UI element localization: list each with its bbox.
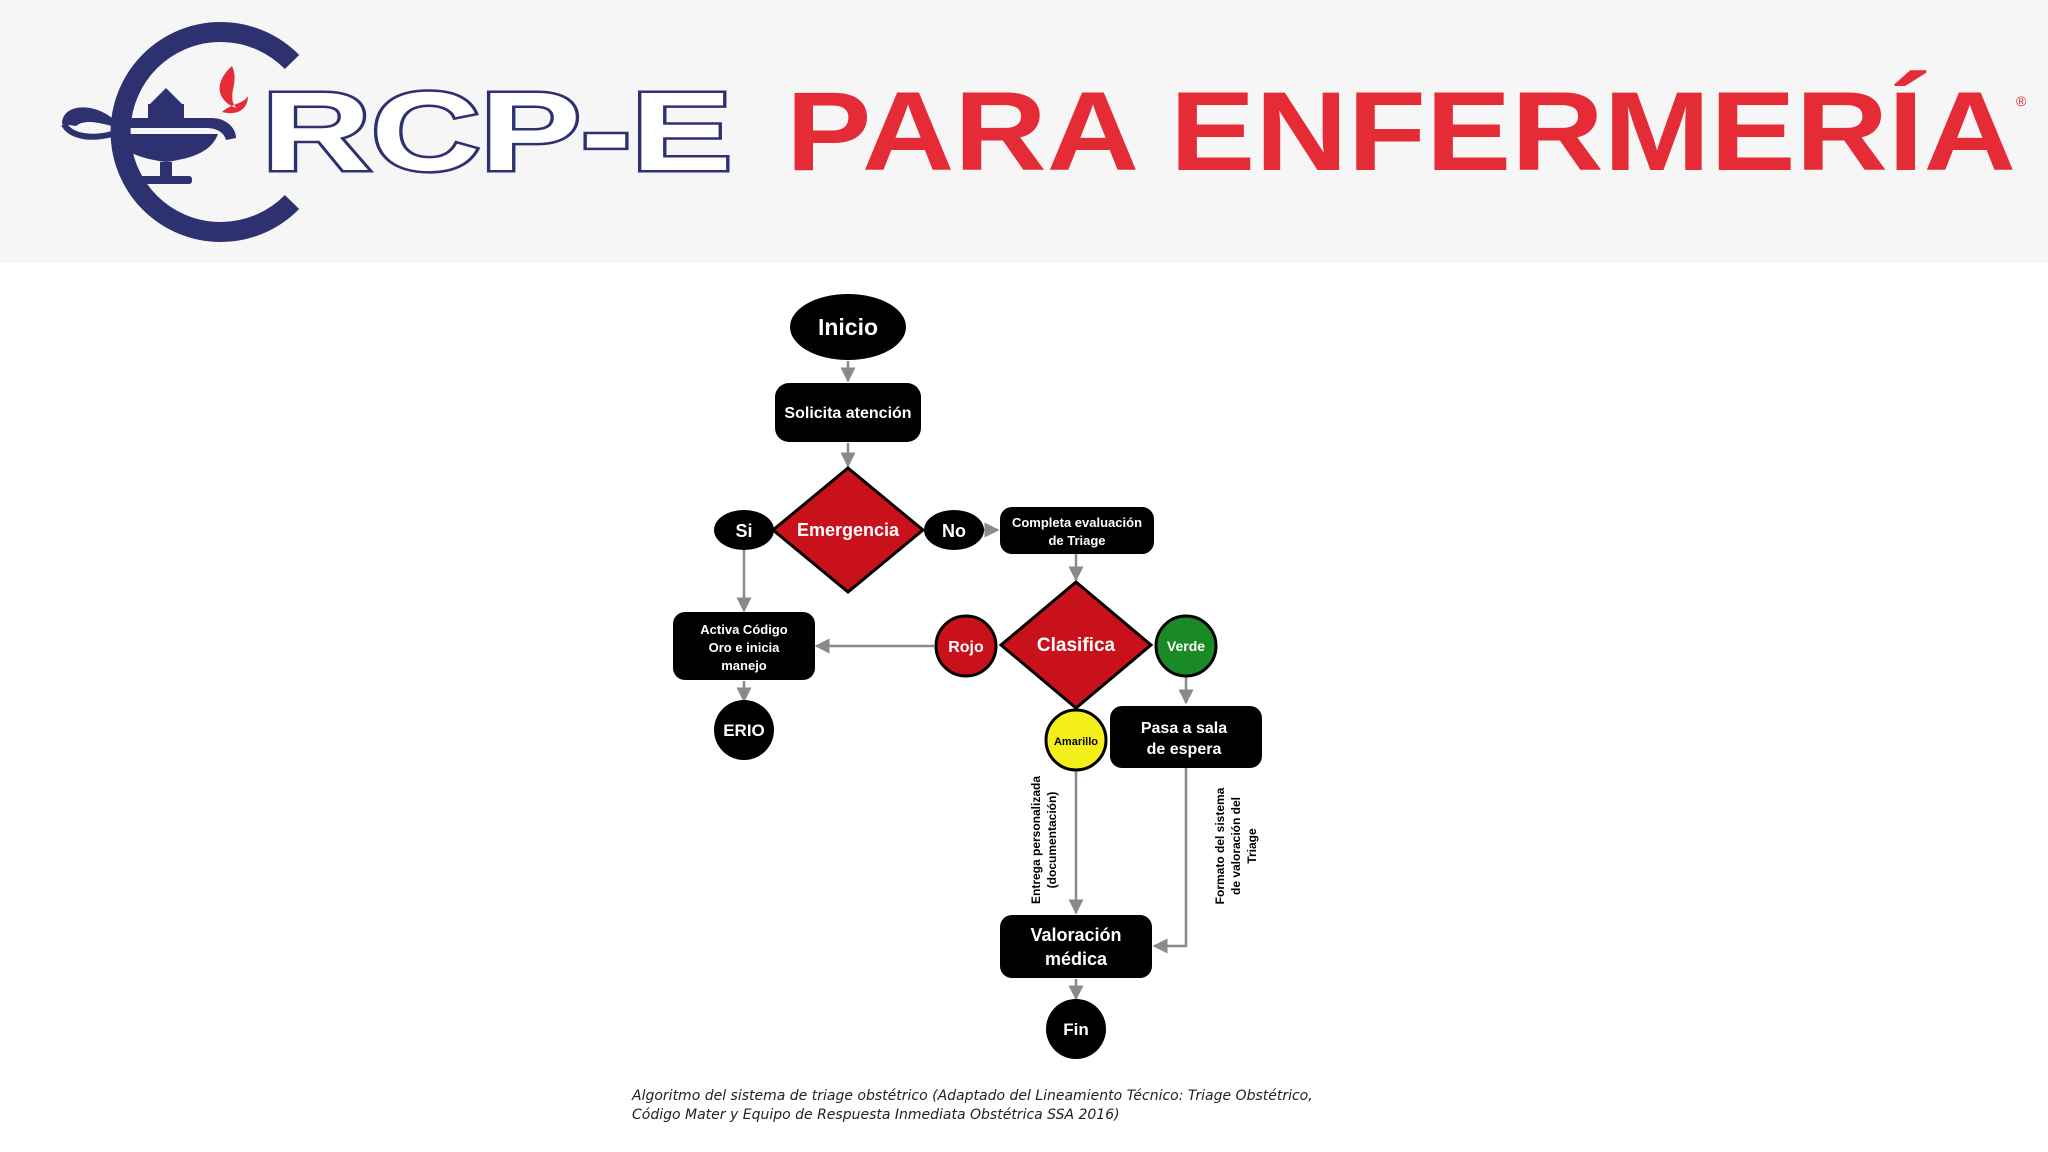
node-activa-label-2: Oro e inicia bbox=[709, 640, 781, 655]
node-no-label: No bbox=[942, 521, 966, 541]
flame-icon bbox=[219, 66, 248, 114]
edge-label-formato-3: Triage bbox=[1245, 828, 1259, 864]
node-emergencia-decision: Emergencia bbox=[770, 466, 926, 594]
node-valoracion-label-2: médica bbox=[1045, 949, 1108, 969]
node-pasa-label-1: Pasa a sala bbox=[1141, 720, 1227, 737]
node-fin-label: Fin bbox=[1063, 1020, 1089, 1039]
node-verde-label: Verde bbox=[1167, 638, 1205, 654]
caption-line-1: Algoritmo del sistema de triage obstétri… bbox=[632, 1088, 1313, 1104]
logo-banner: RCP-E PARA ENFERMERÍA ® bbox=[61, 22, 2027, 242]
node-activa-label-1: Activa Código bbox=[700, 622, 787, 637]
node-pasa-label-2: de espera bbox=[1147, 741, 1222, 758]
logo-text: RCP-E bbox=[262, 69, 732, 194]
edge-pasa-valoracion bbox=[1152, 767, 1188, 954]
node-verde: Verde bbox=[1154, 614, 1218, 678]
edge-label-formato-2: de valoración del bbox=[1229, 797, 1243, 895]
node-rojo-label: Rojo bbox=[948, 639, 984, 656]
node-activa-codigo-oro: Activa Código Oro e inicia manejo bbox=[673, 612, 815, 680]
node-valoracion-label-1: Valoración bbox=[1030, 925, 1121, 945]
node-erio-label: ERIO bbox=[723, 721, 765, 740]
edge-label-formato: Formato del sistema de valoración del Tr… bbox=[1213, 787, 1259, 904]
node-inicio-label: Inicio bbox=[818, 314, 878, 340]
triage-flowchart: Inicio Solicita atención Emergencia Si N… bbox=[673, 294, 1262, 1059]
figure-caption: Algoritmo del sistema de triage obstétri… bbox=[632, 1087, 1392, 1125]
node-activa-label-3: manejo bbox=[721, 658, 767, 673]
nursing-lamp-icon bbox=[61, 88, 236, 184]
node-amarillo-label: Amarillo bbox=[1054, 736, 1098, 748]
node-rojo: Rojo bbox=[934, 614, 998, 678]
node-clasifica-label: Clasifica bbox=[1037, 635, 1116, 656]
logo-ring-icon bbox=[110, 22, 300, 242]
node-completa-evaluacion: Completa evaluación de Triage bbox=[1000, 507, 1154, 554]
node-no: No bbox=[924, 510, 984, 550]
caption-line-2: Código Mater y Equipo de Respuesta Inmed… bbox=[632, 1107, 1120, 1123]
header-title: PARA ENFERMERÍA bbox=[786, 69, 2016, 194]
edge-label-entrega-2: (documentación) bbox=[1045, 792, 1059, 889]
node-amarillo: Amarillo bbox=[1044, 708, 1108, 772]
edge-label-entrega: Entrega personalizada (documentación) bbox=[1029, 776, 1059, 904]
node-solicita-label: Solicita atención bbox=[784, 405, 911, 422]
node-emergencia-label: Emergencia bbox=[797, 520, 900, 540]
header-banner: RCP-E PARA ENFERMERÍA ® bbox=[0, 0, 2048, 263]
registered-mark: ® bbox=[2016, 93, 2027, 109]
node-valoracion-medica: Valoración médica bbox=[1000, 915, 1152, 978]
node-clasifica-decision: Clasifica bbox=[998, 580, 1154, 710]
node-completa-label-1: Completa evaluación bbox=[1012, 515, 1142, 530]
node-pasa-sala-espera: Pasa a sala de espera bbox=[1110, 706, 1262, 768]
node-si-label: Si bbox=[735, 521, 752, 541]
node-completa-label-2: de Triage bbox=[1048, 533, 1105, 548]
node-si: Si bbox=[714, 510, 774, 550]
edge-label-entrega-1: Entrega personalizada bbox=[1029, 776, 1043, 904]
node-erio: ERIO bbox=[714, 700, 774, 760]
node-fin: Fin bbox=[1046, 999, 1106, 1059]
node-inicio: Inicio bbox=[790, 294, 906, 360]
edge-label-formato-1: Formato del sistema bbox=[1213, 787, 1227, 904]
node-solicita-atencion: Solicita atención bbox=[775, 383, 921, 442]
